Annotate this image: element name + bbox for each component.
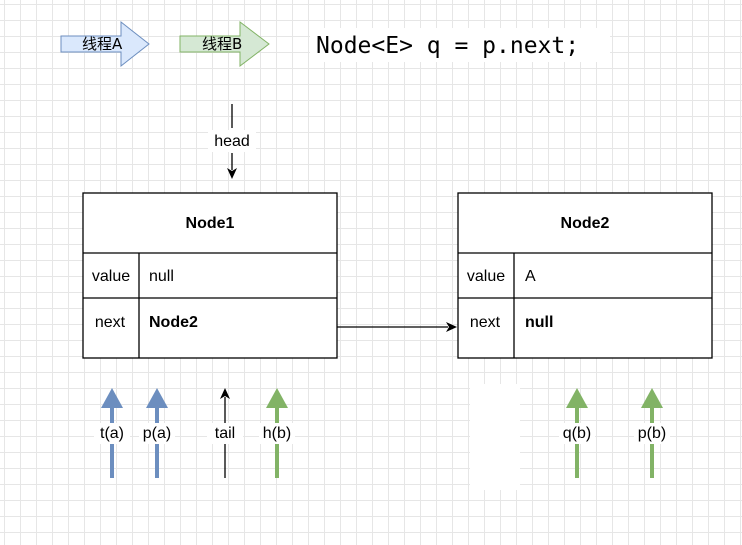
pointer-t-a: t(a) <box>94 388 130 478</box>
node-link-arrowhead <box>446 322 457 332</box>
pointer-layer: t(a) p(a) tail h(b) q(b) p(b) <box>94 388 670 478</box>
node2-frame <box>457 192 713 359</box>
thread-a-arrow-shape <box>60 20 150 68</box>
pointer-tail: tail <box>207 388 243 478</box>
blank-patch <box>470 384 520 490</box>
head-label: head <box>214 133 250 150</box>
pointer-label-bg <box>207 423 243 444</box>
pointer-label: t(a) <box>100 425 124 442</box>
pointer-arrowhead <box>146 388 168 408</box>
node1-next-key: next <box>95 314 126 331</box>
head-pointer: head <box>208 104 256 179</box>
thread-b-arrow-shape <box>179 20 270 68</box>
pointer-label-bg <box>259 423 295 444</box>
pointer-label: h(b) <box>263 425 291 442</box>
pointer-h-b: h(b) <box>259 388 295 478</box>
node2-value-val: A <box>525 268 536 285</box>
node1-value-key: value <box>92 268 130 285</box>
pointer-arrowhead <box>266 388 288 408</box>
head-label-bg <box>208 130 256 152</box>
thread-b-label: 线程B <box>202 35 242 53</box>
pointer-label-bg <box>139 423 175 444</box>
pointer-label: p(a) <box>143 425 171 442</box>
pointer-label-bg <box>94 423 130 444</box>
node1-next-val: Node2 <box>149 314 198 331</box>
pointer-arrowhead <box>641 388 663 408</box>
pointer-p-b: p(b) <box>634 388 670 478</box>
pointer-q-b: q(b) <box>559 388 595 478</box>
node2-box: Node2 value A next null <box>457 192 713 359</box>
node2-value-key: value <box>467 268 505 285</box>
pointer-label-bg <box>559 423 595 444</box>
pointer-label: tail <box>215 425 235 442</box>
legend-thread-a: 线程A <box>60 20 150 68</box>
pointer-arrowhead <box>101 388 123 408</box>
node1-value-val: null <box>149 268 174 285</box>
thread-a-label: 线程A <box>82 35 123 53</box>
pointer-label-bg <box>634 423 670 444</box>
node1-box: Node1 value null next Node2 <box>82 192 338 359</box>
node2-next-val: null <box>525 314 553 331</box>
legend-thread-b: 线程B <box>179 20 270 68</box>
node1-title: Node1 <box>186 215 235 232</box>
node-link-arrow <box>337 322 457 332</box>
pointer-label: p(b) <box>638 425 666 442</box>
head-arrowhead <box>227 168 237 179</box>
pointer-arrowhead <box>566 388 588 408</box>
pointer-label: q(b) <box>563 425 591 442</box>
node2-title: Node2 <box>561 215 610 232</box>
pointer-p-a: p(a) <box>139 388 175 478</box>
pointer-arrowhead <box>220 388 230 399</box>
node2-next-key: next <box>470 314 501 331</box>
node1-frame <box>82 192 338 359</box>
code-line: Node<E> q = p.next; <box>316 33 579 59</box>
code-background <box>310 28 610 62</box>
